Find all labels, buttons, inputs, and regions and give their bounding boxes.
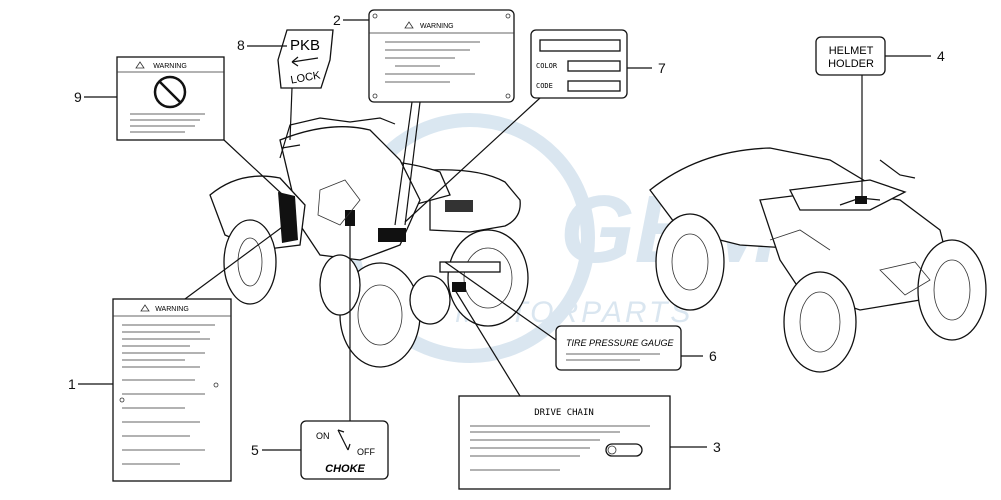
warning-triangle-icon bbox=[135, 61, 145, 69]
warning-triangle-icon bbox=[140, 304, 150, 312]
warning-text: WARNING bbox=[153, 63, 187, 70]
label-9-warning-no-symbol[interactable]: WARNING bbox=[116, 56, 225, 141]
callout-6: 6 bbox=[709, 348, 717, 364]
label-8-pkb-lock[interactable]: PKB LOCK bbox=[277, 29, 334, 89]
callout-4: 4 bbox=[937, 48, 945, 64]
warning-text: WARNING bbox=[420, 23, 454, 30]
callout-9: 9 bbox=[74, 89, 82, 105]
code-text: CODE bbox=[536, 82, 553, 90]
choke-off-text: OFF bbox=[357, 447, 375, 457]
callout-3: 3 bbox=[713, 439, 721, 455]
atv-right-illustration bbox=[649, 147, 987, 373]
warning-triangle-icon bbox=[404, 21, 414, 29]
choke-text: CHOKE bbox=[325, 463, 365, 475]
pkb-text: PKB bbox=[290, 37, 320, 54]
callout-5: 5 bbox=[251, 442, 259, 458]
holder-text: HOLDER bbox=[828, 58, 874, 70]
callout-7: 7 bbox=[658, 60, 666, 76]
callout-1: 1 bbox=[68, 376, 76, 392]
choke-on-text: ON bbox=[316, 431, 330, 441]
warning-text: WARNING bbox=[155, 306, 189, 313]
lock-text: LOCK bbox=[290, 69, 322, 86]
arrow-left-icon bbox=[291, 56, 319, 67]
label-1-warning-large[interactable]: WARNING bbox=[112, 298, 232, 482]
label-2-warning[interactable]: WARNING bbox=[368, 9, 515, 103]
prohibited-icon bbox=[153, 75, 187, 109]
helmet-text: HELMET bbox=[829, 45, 874, 57]
callout-2: 2 bbox=[333, 12, 341, 28]
atv-left-illustration bbox=[209, 117, 529, 368]
color-text: COLOR bbox=[536, 62, 558, 70]
label-3-drive-chain[interactable]: DRIVE CHAIN bbox=[458, 395, 671, 490]
label-5-choke[interactable]: ON OFF CHOKE bbox=[300, 420, 389, 480]
label-6-tire-pressure-gauge[interactable]: TIRE PRESSURE GAUGE bbox=[555, 325, 682, 371]
chain-adjuster-icon bbox=[605, 443, 643, 457]
tire-pressure-gauge-text: TIRE PRESSURE GAUGE bbox=[566, 338, 675, 348]
label-7-color-code[interactable]: COLOR CODE bbox=[530, 29, 628, 99]
label-4-helmet-holder[interactable]: HELMET HOLDER bbox=[815, 36, 886, 76]
callout-8: 8 bbox=[237, 37, 245, 53]
drive-chain-text: DRIVE CHAIN bbox=[534, 408, 594, 418]
choke-lever-icon bbox=[337, 429, 351, 451]
